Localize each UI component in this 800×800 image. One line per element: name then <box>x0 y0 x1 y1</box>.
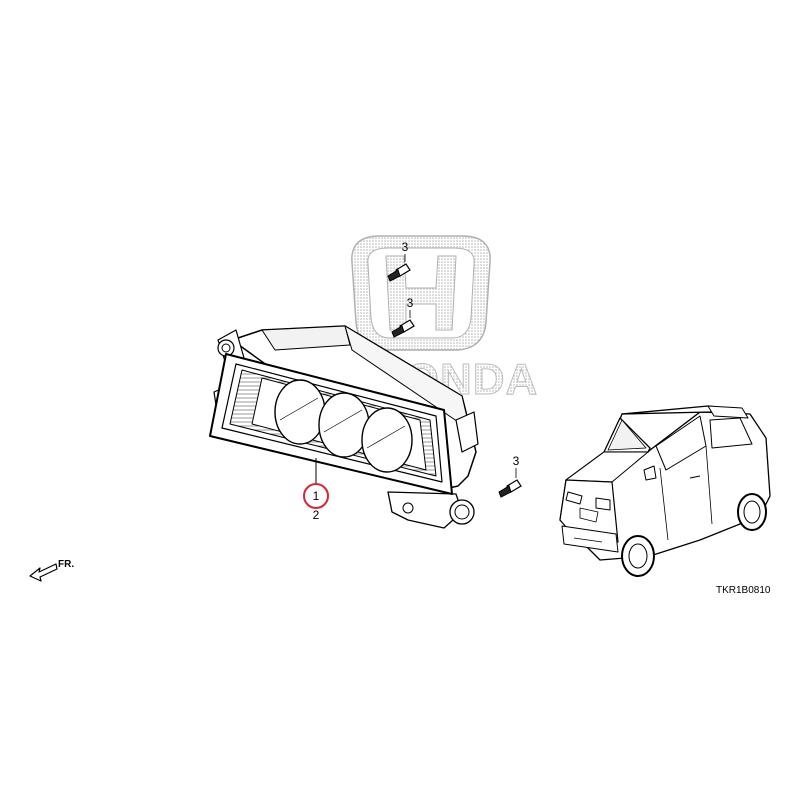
screw-1[interactable]: 3 <box>387 240 411 282</box>
lens-projectors <box>274 379 413 473</box>
screw-3[interactable]: 3 <box>498 454 522 498</box>
wheel-front <box>621 535 655 577</box>
screw-icon <box>498 479 522 498</box>
screw-icon <box>391 319 415 338</box>
vehicle-location-view <box>559 405 771 577</box>
screw-2[interactable]: 3 <box>391 296 415 338</box>
callout-part-1[interactable]: 1 <box>303 483 329 509</box>
callout-label-3a: 3 <box>402 240 409 254</box>
fog-light-assembly <box>209 325 479 529</box>
screw-icon <box>387 263 411 282</box>
front-direction-label: FR. <box>58 559 74 570</box>
callout-label-1: 1 <box>313 489 320 503</box>
wheel-rear <box>737 493 767 531</box>
mounting-tab-bottom <box>387 491 475 529</box>
highlight-circle <box>303 483 329 509</box>
arrow-left-icon <box>29 563 58 582</box>
callout-label-3b: 3 <box>407 296 414 310</box>
callout-label-3c: 3 <box>513 454 520 468</box>
front-direction-indicator: FR. <box>29 559 74 582</box>
callout-part-2[interactable]: 2 <box>313 508 320 522</box>
callout-label-2: 2 <box>313 508 320 522</box>
diagram-code: TKR1B0810 <box>716 585 771 596</box>
